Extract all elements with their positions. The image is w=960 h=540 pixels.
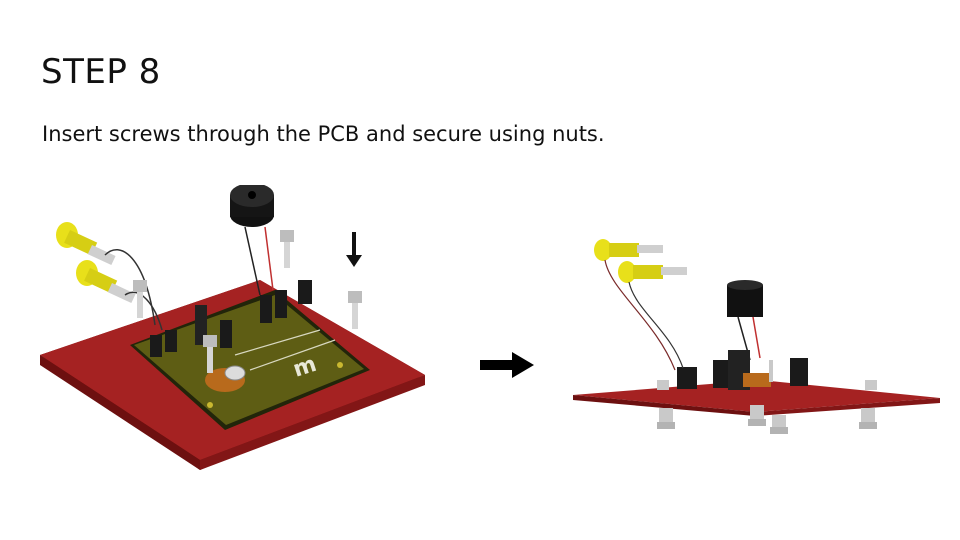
- assembled-side-view-illustration: [565, 230, 950, 445]
- step-title: STEP 8: [41, 52, 161, 92]
- step-instruction: Insert screws through the PCB and secure…: [42, 122, 605, 146]
- spade-connectors-side: [594, 239, 687, 371]
- buzzer: [230, 183, 274, 296]
- down-arrow-icon: [346, 232, 362, 267]
- pcb-board: [130, 290, 370, 430]
- board-components: [657, 350, 877, 390]
- exploded-assembly-svg: m: [40, 183, 425, 470]
- assembled-view-svg: [573, 239, 940, 434]
- buzzer-side: [727, 280, 763, 361]
- screws: [133, 230, 362, 373]
- right-arrow-icon: [478, 350, 536, 380]
- nuts: [657, 405, 877, 434]
- exploded-assembly-illustration: m: [30, 183, 440, 485]
- potentiometer: [205, 365, 246, 392]
- spade-connectors: [56, 222, 163, 331]
- header-pins: [150, 280, 312, 357]
